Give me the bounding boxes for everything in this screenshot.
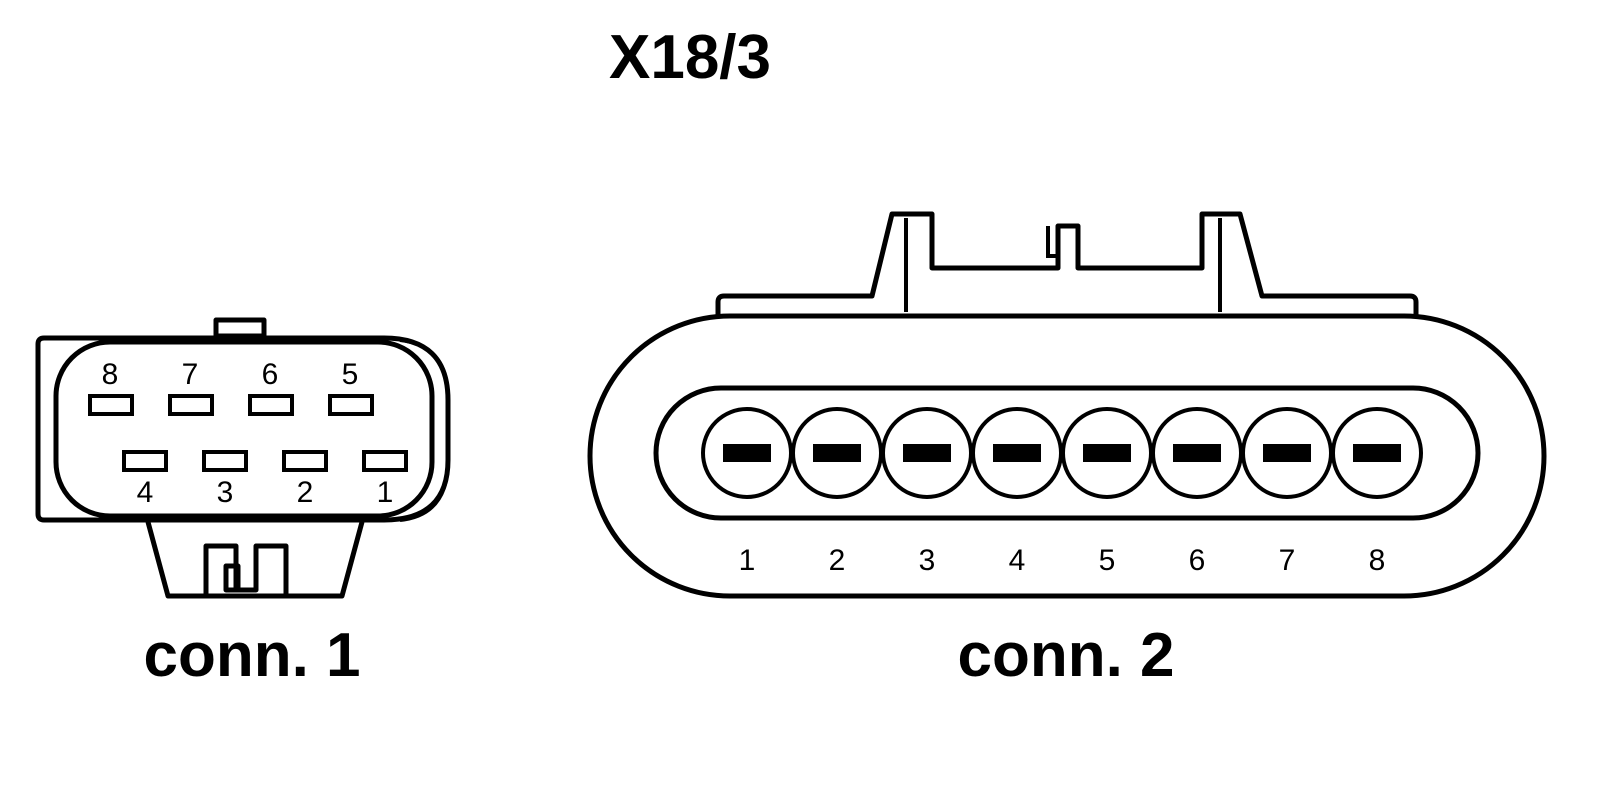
- connector-2-housing: [587, 313, 1547, 599]
- connector-2-pin-label: 5: [1099, 544, 1116, 577]
- connector-1-pin-slot: [168, 394, 214, 416]
- connector-2-pin-label: 3: [919, 544, 936, 577]
- connector-1-top-tab: [213, 317, 267, 339]
- connector-2-pin-contact: [723, 444, 771, 462]
- connector-1-bottom-latch: [145, 521, 365, 599]
- connector-2-label: conn. 2: [957, 621, 1174, 690]
- connector-1-pin-label: 8: [102, 358, 119, 391]
- connector-1-pin-label: 6: [262, 358, 279, 391]
- connector-2-pin-label: 4: [1009, 544, 1026, 577]
- connector-2-pin-label: 1: [739, 544, 756, 577]
- connector-1-pin-slot: [248, 394, 294, 416]
- connector-2-pin-contact: [1173, 444, 1221, 462]
- connector-2-pin-label: 7: [1279, 544, 1296, 577]
- diagram-title: X18/3: [609, 23, 771, 92]
- connector-1-pin-label: 7: [182, 358, 199, 391]
- connector-1-pin-slot: [362, 450, 408, 472]
- connector-1-pin-slot: [202, 450, 248, 472]
- connector-1-pin-label: 2: [297, 476, 314, 509]
- connector-1-pin-label: 5: [342, 358, 359, 391]
- connector-1-pin-slot: [88, 394, 134, 416]
- connector-1-pin-label: 1: [377, 476, 394, 509]
- connector-2-pin-label: 8: [1369, 544, 1386, 577]
- connector-2-pin-contact: [1263, 444, 1311, 462]
- connector-1-label: conn. 1: [143, 621, 360, 690]
- connector-1-pin-label: 3: [217, 476, 234, 509]
- connector-1: 8 7 6 5 4 3 2 1: [35, 317, 451, 599]
- connector-2-pin-contact: [903, 444, 951, 462]
- connector-2-inner-face: [653, 385, 1481, 521]
- connector-1-latch-detail: [203, 543, 289, 596]
- connector-2-pins: 1 2 3 4 5 6 7 8: [701, 407, 1423, 577]
- connector-2-top-latch: [715, 211, 1419, 318]
- connector-2-pin-contact: [813, 444, 861, 462]
- connector-2-pin-label: 2: [829, 544, 846, 577]
- connector-1-pin-slot: [328, 394, 374, 416]
- connector-2-pin-contact: [1083, 444, 1131, 462]
- connector-2-pin-contact: [1353, 444, 1401, 462]
- connector-1-pin-label: 4: [137, 476, 154, 509]
- connector-1-pin-slot: [122, 450, 168, 472]
- connector-1-latch-notch: [223, 563, 241, 593]
- connector-2-pin-label: 6: [1189, 544, 1206, 577]
- connector-1-pin-slot: [282, 450, 328, 472]
- connector-1-back-shell: [399, 338, 450, 522]
- connector-1-inner-face: [53, 339, 435, 519]
- connector-2-latch-detail: [904, 218, 1222, 312]
- connector-2: [587, 211, 1547, 599]
- connector-2-pin-contact: [993, 444, 1041, 462]
